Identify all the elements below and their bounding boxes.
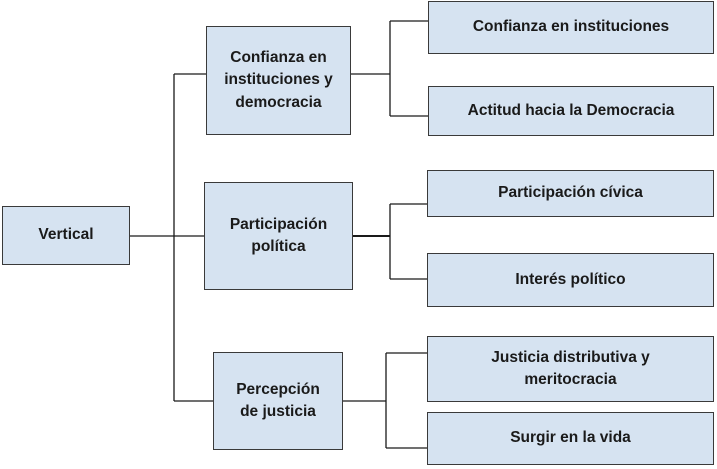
node-percepcion-justicia: Percepción de justicia xyxy=(213,352,343,450)
node-surgir-en-la-vida-label: Surgir en la vida xyxy=(510,429,631,447)
node-confianza-instituciones-democracia: Confianza en instituciones y democracia xyxy=(206,26,351,135)
node-confianza-instituciones-democracia-label: Confianza en instituciones y democracia xyxy=(224,48,333,111)
node-percepcion-justicia-label: Percepción de justicia xyxy=(236,380,320,420)
node-participacion-civica-label: Participación cívica xyxy=(498,184,643,202)
node-interes-politico: Interés político xyxy=(427,253,714,307)
node-interes-politico-label: Interés político xyxy=(515,270,626,288)
node-participacion-politica-label: Participación política xyxy=(229,215,328,255)
node-confianza-en-instituciones: Confianza en instituciones xyxy=(428,1,714,54)
node-actitud-democracia: Actitud hacia la Democracia xyxy=(428,86,714,136)
node-participacion-civica: Participación cívica xyxy=(427,170,714,217)
node-vertical-label: Vertical xyxy=(38,226,94,244)
node-confianza-en-instituciones-label: Confianza en instituciones xyxy=(472,18,670,36)
node-justicia-distributiva: Justicia distributiva y meritocracia xyxy=(427,336,714,402)
node-actitud-democracia-label: Actitud hacia la Democracia xyxy=(467,101,675,119)
node-justicia-distributiva-label: Justicia distributiva y meritocracia xyxy=(491,348,650,388)
node-vertical: Vertical xyxy=(2,206,130,265)
node-surgir-en-la-vida: Surgir en la vida xyxy=(427,412,714,465)
node-participacion-politica: Participación política xyxy=(204,182,353,290)
